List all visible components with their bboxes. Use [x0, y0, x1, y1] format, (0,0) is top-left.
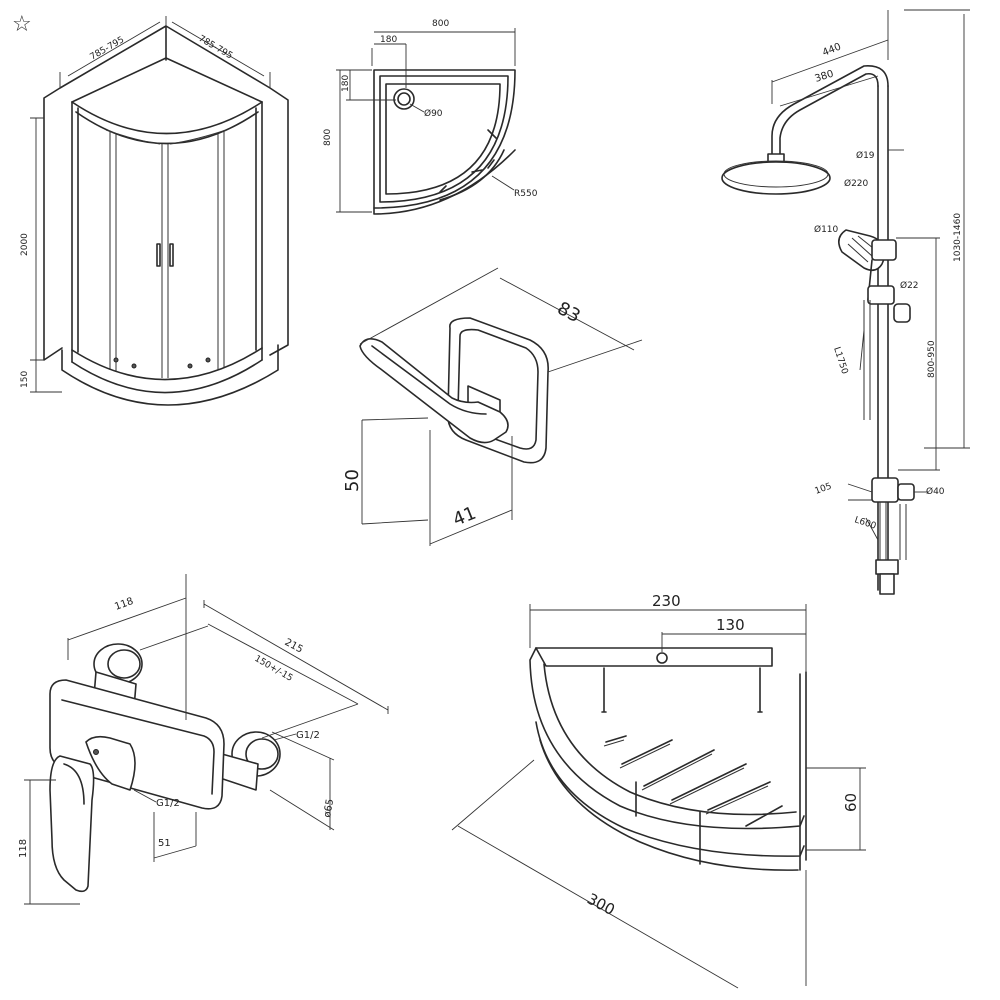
- hook-height-label: 50: [342, 469, 363, 492]
- shower-tray-drawing: 800 180 180 800 Ø90 R550: [323, 19, 538, 215]
- shower-head-diameter-label: Ø220: [844, 178, 869, 189]
- tray-drain-offset-y-label: 180: [341, 75, 351, 92]
- lower-hose-length-label: L600: [853, 515, 877, 531]
- mixer-thread-top-label: G1/2: [296, 730, 320, 741]
- tray-width-label: 800: [432, 19, 449, 29]
- hose-length-label: L1750: [831, 346, 849, 376]
- hand-shower-diameter-label: Ø110: [814, 224, 839, 235]
- tray-depth-label: 800: [323, 129, 333, 146]
- mixer-height-label: 118: [18, 839, 29, 858]
- shower-enclosure-drawing: 785-795 785-795 2000 150: [20, 16, 289, 406]
- enclosure-height-label: 2000: [20, 233, 30, 256]
- enclosure-width-left-label: 785-795: [89, 35, 127, 62]
- hook-depth-label: 41: [450, 503, 479, 531]
- shower-arm-inner-label: 380: [814, 68, 836, 84]
- mixer-offset-label: 105: [814, 482, 834, 497]
- enclosure-base-height-label: 150: [20, 371, 30, 388]
- overall-height-label: 1030-1460: [953, 213, 963, 262]
- hook-length-label: 83: [554, 298, 584, 327]
- mixer-thread-bottom-label: G1/2: [156, 798, 180, 809]
- holder-diameter-label: Ø22: [900, 280, 919, 291]
- shower-pipe-diameter-label: Ø19: [856, 150, 875, 161]
- shower-system-drawing: 440 380 Ø19 Ø220 Ø110 Ø22 L1750 800-950 …: [721, 9, 970, 595]
- basket-width-label: 230: [652, 592, 681, 610]
- mixer-diameter-label: ø65: [322, 798, 336, 818]
- tray-radius-label: R550: [514, 189, 538, 199]
- favorite-star-icon[interactable]: ☆: [12, 12, 32, 37]
- basket-bar-label: 130: [716, 616, 745, 634]
- mixer-outlet-label: 51: [158, 838, 171, 849]
- tray-drain-offset-x-label: 180: [380, 35, 397, 45]
- mixer-width-label: 118: [113, 596, 135, 613]
- shower-arm-outer-label: 440: [821, 41, 843, 58]
- connector-diameter-label: Ø40: [926, 486, 945, 497]
- mixer-spread-label: 215: [283, 637, 305, 656]
- shower-mixer-drawing: 118 215 150+/-15 G1/2 G1/2 ø65 51 118: [18, 574, 389, 905]
- basket-diagonal-label: 300: [584, 890, 618, 919]
- slide-bar-range-label: 800-950: [927, 340, 937, 378]
- robe-hook-drawing: 83 50 41: [342, 267, 643, 546]
- tray-drain-diameter-label: Ø90: [424, 108, 443, 119]
- corner-basket-drawing: 230 130 60 300: [451, 592, 866, 989]
- basket-height-label: 60: [842, 793, 860, 812]
